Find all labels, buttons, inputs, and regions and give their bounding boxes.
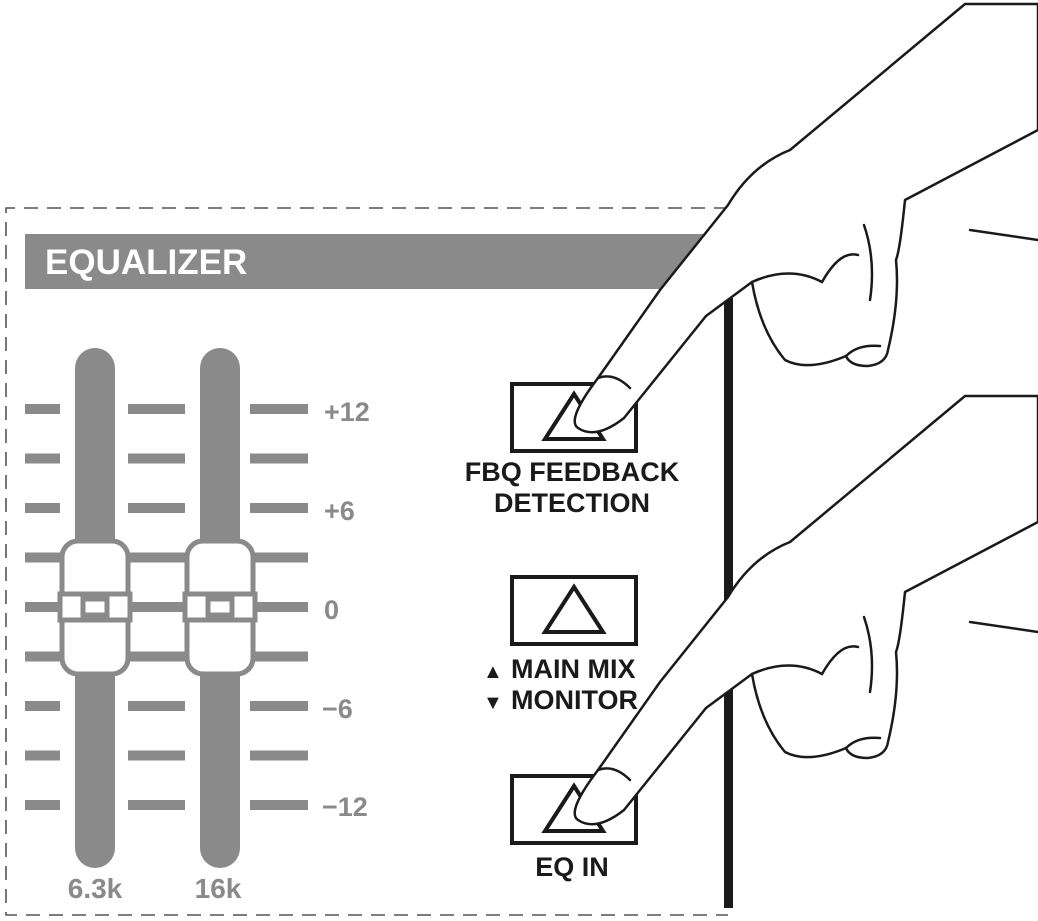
scale-tick: [250, 701, 308, 711]
scale-ticks: [25, 404, 308, 810]
scale-tick: [25, 602, 60, 612]
fbq-label-line1: FBQ FEEDBACK: [465, 457, 680, 487]
scale-tick: [250, 552, 308, 563]
fbq-label-line2: DETECTION: [494, 488, 650, 518]
scale-tick: [250, 453, 308, 464]
scale-tick: [25, 800, 60, 810]
scale-tick: [250, 800, 308, 810]
arrow-up-icon: ▲: [483, 661, 503, 683]
fader-6-3k[interactable]: 6.3k: [57, 348, 133, 904]
scale-tick: [128, 651, 185, 662]
scale-tick: [25, 651, 60, 662]
pointing-hand-icon: [573, 394, 1038, 826]
fader-knob[interactable]: [57, 538, 133, 677]
monitor-label: MONITOR: [511, 685, 638, 715]
scale-tick: [128, 701, 185, 711]
scale-tick: [128, 503, 185, 513]
fader-16k[interactable]: 16k: [182, 348, 258, 904]
equalizer-title: EQUALIZER: [45, 243, 247, 282]
scale-tick: [250, 750, 308, 761]
fader-label-16k: 16k: [195, 873, 242, 904]
scale-label-minus-12: −12: [322, 792, 368, 822]
scale-tick: [128, 750, 185, 761]
eq-in-label: EQ IN: [535, 852, 609, 882]
scale-label-plus-6: +6: [324, 496, 355, 526]
scale-tick: [25, 453, 60, 464]
scale-tick: [25, 503, 60, 513]
scale-tick: [128, 552, 185, 563]
fader-knob[interactable]: [182, 538, 258, 677]
scale-label-plus-12: +12: [324, 397, 370, 427]
equalizer-header-bar: [25, 234, 725, 289]
scale-tick: [128, 404, 185, 414]
scale-tick: [25, 404, 60, 414]
scale-tick: [250, 602, 308, 612]
scale-tick: [250, 651, 308, 662]
scale-tick: [128, 602, 185, 612]
scale-tick: [128, 800, 185, 810]
scale-label-0: 0: [324, 595, 339, 625]
main-mix-label: MAIN MIX: [511, 654, 636, 684]
main-mix-monitor-button[interactable]: [510, 575, 638, 646]
arrow-down-icon: ▼: [483, 692, 503, 714]
scale-tick: [250, 503, 308, 513]
pointing-hand-icon: [573, 2, 1038, 434]
scale-tick: [128, 453, 185, 464]
scale-tick: [250, 404, 308, 414]
scale-tick: [25, 750, 60, 761]
scale-tick: [25, 552, 60, 563]
scale-label-minus-6: −6: [322, 694, 353, 724]
scale-tick: [25, 701, 60, 711]
fader-label-6-3k: 6.3k: [68, 873, 123, 904]
triangle-icon: [541, 583, 607, 634]
